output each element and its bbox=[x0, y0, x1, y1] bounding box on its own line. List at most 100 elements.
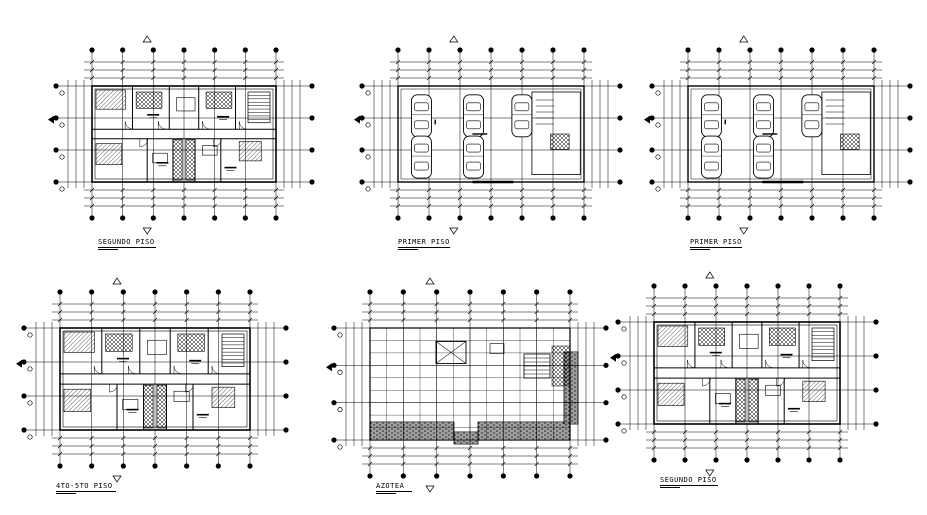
grid-bubble bbox=[615, 421, 621, 427]
grid-bubble bbox=[519, 215, 525, 221]
grid-bubble bbox=[873, 353, 879, 359]
door-swing bbox=[124, 121, 134, 130]
grid-bubble bbox=[120, 463, 126, 469]
grid-bubble bbox=[603, 362, 609, 368]
grid-bubble bbox=[53, 179, 59, 185]
grid-bubble bbox=[426, 47, 432, 53]
plan-title-azotea: AZOTEA bbox=[376, 482, 412, 494]
grid-bubble bbox=[871, 215, 877, 221]
grid-bubble bbox=[716, 215, 722, 221]
grid-bubble bbox=[89, 463, 95, 469]
grid-bubble bbox=[57, 289, 63, 295]
grid-bubble bbox=[747, 47, 753, 53]
section-marker bbox=[610, 353, 616, 362]
door-swing bbox=[211, 365, 221, 375]
section-marker bbox=[425, 485, 435, 493]
plan-title-4to-5to-piso: 4TO-5TO PISO bbox=[56, 482, 116, 494]
section-marker bbox=[705, 469, 715, 477]
grid-bubble bbox=[621, 428, 627, 434]
grid-bubble bbox=[59, 122, 65, 128]
grid-bubble bbox=[181, 215, 187, 221]
grid-bubble bbox=[837, 457, 843, 463]
grid-bubble bbox=[603, 400, 609, 406]
section-marker bbox=[425, 277, 435, 285]
grid-bubble bbox=[242, 215, 248, 221]
grid-bubble bbox=[365, 154, 371, 160]
car-icon bbox=[511, 94, 533, 138]
grid-bubble bbox=[152, 289, 158, 295]
grid-bubble bbox=[21, 359, 27, 365]
grid-bubble bbox=[283, 325, 289, 331]
grid-bubble bbox=[367, 473, 373, 479]
grid-bubble bbox=[395, 215, 401, 221]
grid-bubble bbox=[150, 47, 156, 53]
grid-bubble bbox=[655, 154, 661, 160]
parapet bbox=[369, 421, 455, 441]
grid-bubble bbox=[457, 47, 463, 53]
grid-bubble bbox=[621, 360, 627, 366]
grid-bubble bbox=[365, 90, 371, 96]
grid-bubble bbox=[89, 47, 95, 53]
plan-title-segundo-piso-2: SEGUNDO PISO bbox=[660, 476, 718, 488]
door-swing bbox=[157, 121, 167, 130]
grid-bubble bbox=[359, 115, 365, 121]
plan-segundo-piso-1 bbox=[48, 35, 315, 235]
grid-bubble bbox=[747, 215, 753, 221]
plan-primer-piso-2 bbox=[644, 35, 913, 235]
door-swing bbox=[776, 378, 786, 387]
grid-bubble bbox=[283, 393, 289, 399]
grid-bubble bbox=[53, 83, 59, 89]
grid-bubble bbox=[57, 463, 63, 469]
section-marker bbox=[16, 359, 22, 368]
grid-bubble bbox=[534, 289, 540, 295]
car-icon bbox=[700, 135, 722, 179]
grid-bubble bbox=[457, 215, 463, 221]
car-icon bbox=[700, 94, 722, 138]
grid-bubble bbox=[184, 289, 190, 295]
section-marker bbox=[112, 277, 122, 285]
grid-bubble bbox=[617, 83, 623, 89]
grid-bubble bbox=[649, 115, 655, 121]
section-marker bbox=[739, 227, 749, 235]
grid-bubble bbox=[615, 353, 621, 359]
grid-bubble bbox=[152, 463, 158, 469]
car-icon bbox=[463, 94, 484, 138]
grid-bubble bbox=[488, 215, 494, 221]
grid-bubble bbox=[337, 369, 343, 375]
door-swing bbox=[185, 384, 194, 393]
grid-bubble bbox=[550, 47, 556, 53]
grid-bubble bbox=[567, 289, 573, 295]
grid-bubble bbox=[467, 473, 473, 479]
parapet bbox=[477, 421, 571, 441]
grid-bubble bbox=[283, 359, 289, 365]
grid-bubble bbox=[400, 473, 406, 479]
plan-title-primer-piso-2: PRIMER PISO bbox=[690, 238, 742, 250]
section-marker bbox=[449, 35, 459, 43]
grid-bubble bbox=[907, 83, 913, 89]
grid-bubble bbox=[120, 215, 126, 221]
grid-bubble bbox=[873, 421, 879, 427]
grid-bubble bbox=[365, 186, 371, 192]
grid-bubble bbox=[649, 83, 655, 89]
parapet bbox=[453, 431, 479, 445]
grid-bubble bbox=[337, 332, 343, 338]
plan-title-text: PRIMER PISO bbox=[398, 238, 450, 246]
grid-bubble bbox=[873, 319, 879, 325]
grid-bubble bbox=[21, 427, 27, 433]
grid-bubble bbox=[873, 387, 879, 393]
grid-bubble bbox=[53, 115, 59, 121]
grid-bubble bbox=[840, 215, 846, 221]
grid-bubble bbox=[273, 47, 279, 53]
grid-bubble bbox=[682, 457, 688, 463]
door-swing bbox=[720, 359, 729, 369]
section-marker bbox=[449, 227, 459, 235]
plan-title-primer-piso-1: PRIMER PISO bbox=[398, 238, 450, 250]
door-swing bbox=[213, 138, 222, 148]
grid-bubble bbox=[603, 437, 609, 443]
grid-bubble bbox=[309, 147, 315, 153]
plan-azotea bbox=[326, 277, 609, 493]
grid-bubble bbox=[907, 115, 913, 121]
grid-bubble bbox=[649, 147, 655, 153]
section-marker bbox=[142, 227, 152, 235]
grid-bubble bbox=[242, 47, 248, 53]
